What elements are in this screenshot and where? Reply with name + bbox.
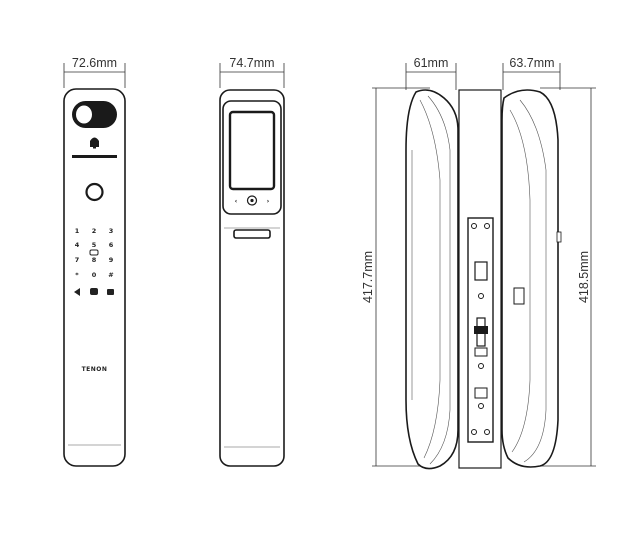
side-left-width-label: 61mm bbox=[414, 56, 449, 70]
screw-icon bbox=[484, 223, 490, 229]
left-arrow-icon: ‹ bbox=[235, 197, 238, 205]
doorbell-icon bbox=[90, 137, 99, 147]
key-8: 8 bbox=[92, 256, 97, 264]
lock-icon bbox=[90, 288, 98, 295]
key-7: 7 bbox=[75, 256, 80, 264]
key-5: 5 bbox=[92, 241, 97, 249]
screw-icon bbox=[478, 363, 484, 369]
back-width-label: 74.7mm bbox=[229, 56, 274, 70]
lock-key-icon bbox=[89, 249, 99, 256]
keypad: 1 2 3 4 5 6 7 8 9 * 0 # bbox=[74, 227, 114, 296]
back-view: 74.7mm ‹ › bbox=[219, 56, 285, 467]
screw-icon bbox=[471, 429, 477, 435]
right-height-label: 418.5mm bbox=[577, 251, 591, 303]
right-arrow-icon: › bbox=[267, 197, 270, 205]
side-view: 61mm 63.7mm 417.7mm 418.5mm bbox=[361, 56, 596, 470]
mortise-faceplate bbox=[467, 217, 494, 443]
key-1: 1 bbox=[75, 227, 80, 235]
key-2: 2 bbox=[92, 227, 97, 235]
thumb-turn-knob bbox=[233, 229, 271, 239]
key-hash: # bbox=[108, 271, 113, 279]
front-divider bbox=[72, 155, 117, 158]
front-view: 72.6mm 1 2 3 4 5 6 7 8 9 * 0 # bbox=[63, 56, 126, 467]
side-button bbox=[556, 231, 562, 243]
screw-icon bbox=[484, 429, 490, 435]
trigger-latch bbox=[474, 387, 488, 399]
screen-module bbox=[222, 100, 282, 215]
side-right-width-label: 63.7mm bbox=[509, 56, 554, 70]
key-0: 0 bbox=[92, 271, 97, 279]
display-screen bbox=[228, 110, 276, 191]
fingerprint-button bbox=[85, 182, 104, 202]
front-panel bbox=[63, 88, 126, 467]
front-width-label: 72.6mm bbox=[72, 56, 117, 70]
screw-icon bbox=[478, 293, 484, 299]
latch-bolt bbox=[474, 261, 488, 281]
key-3: 3 bbox=[109, 227, 114, 235]
anti-friction-latch bbox=[474, 347, 488, 357]
ok-button-icon bbox=[246, 195, 258, 206]
outer-handle-profile bbox=[405, 89, 459, 470]
inner-latch bbox=[513, 287, 525, 305]
bell-arrow-icon bbox=[74, 288, 80, 296]
left-height-label: 417.7mm bbox=[361, 251, 375, 303]
screw-icon bbox=[478, 403, 484, 409]
key-4: 4 bbox=[75, 241, 80, 249]
key-star: * bbox=[75, 271, 79, 279]
screw-icon bbox=[471, 223, 477, 229]
unlock-icon bbox=[107, 289, 114, 295]
key-9: 9 bbox=[109, 256, 114, 264]
brand-logo-text: TENON bbox=[82, 366, 108, 373]
key-6: 6 bbox=[109, 241, 114, 249]
